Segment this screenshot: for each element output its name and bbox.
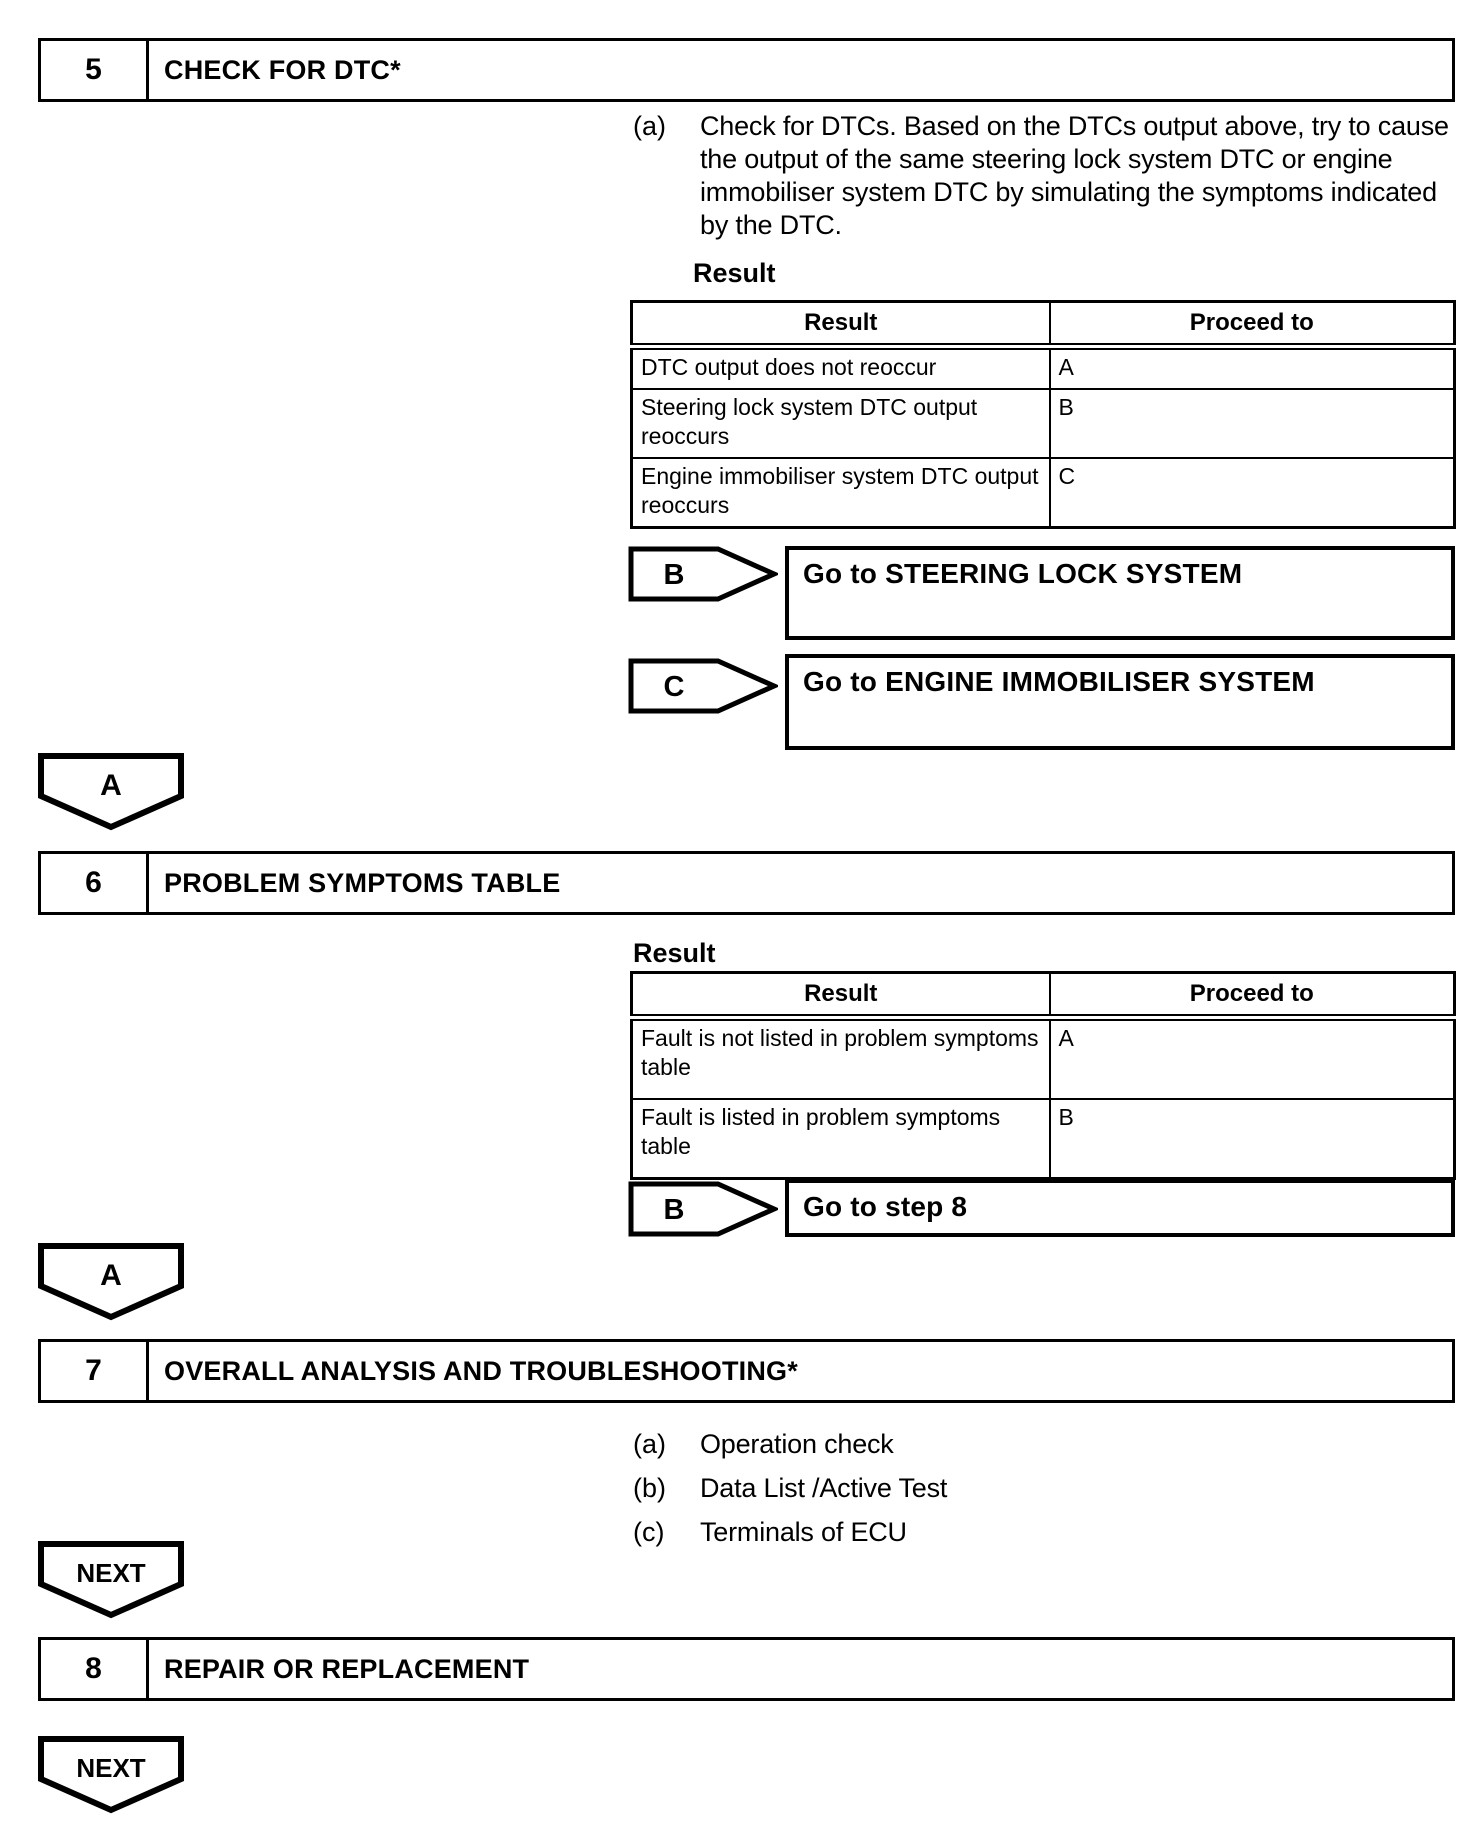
step-6-result-label: Result	[633, 938, 716, 968]
connector-pentagon-shape	[38, 1736, 184, 1814]
connector-pentagon-shape	[38, 753, 184, 831]
arrow-pentagon-shape	[628, 658, 778, 714]
list-marker: (b)	[633, 1473, 666, 1503]
column-header-result: Result	[630, 300, 1051, 350]
table-row: Fault is not listed in problem symptoms …	[630, 1016, 1456, 1100]
connector-label: A	[100, 769, 122, 802]
connector-next-marker: NEXT	[38, 1736, 184, 1814]
branch-arrow-b: B	[628, 546, 778, 602]
step-7-item-a: (a) Operation check	[633, 1428, 1455, 1461]
step-6-header: 6 PROBLEM SYMPTOMS TABLE	[38, 851, 1455, 915]
step-6-title: PROBLEM SYMPTOMS TABLE	[164, 867, 561, 898]
connector-a-marker: A	[38, 1243, 184, 1321]
list-text: Operation check	[700, 1429, 894, 1459]
branch-action-box: Go to STEERING LOCK SYSTEM	[785, 546, 1455, 640]
step-8-title: REPAIR OR REPLACEMENT	[164, 1653, 530, 1684]
step-5-item-a: (a) Check for DTCs. Based on the DTCs ou…	[633, 110, 1455, 242]
step-8-number: 8	[41, 1640, 149, 1698]
branch-label: C	[664, 671, 685, 703]
step-7-title: OVERALL ANALYSIS AND TROUBLESHOOTING*	[164, 1355, 798, 1386]
step-7-header: 7 OVERALL ANALYSIS AND TROUBLESHOOTING*	[38, 1339, 1455, 1403]
column-header-proceed-to: Proceed to	[1048, 971, 1456, 1021]
arrow-pentagon-shape	[628, 546, 778, 602]
table-row: Fault is listed in problem symptoms tabl…	[630, 1098, 1456, 1180]
branch-action-box: Go to ENGINE IMMOBILISER SYSTEM	[785, 654, 1455, 750]
connector-a-marker: A	[38, 753, 184, 831]
list-marker: (a)	[633, 111, 666, 141]
branch-label: B	[664, 559, 685, 591]
column-header-proceed-to: Proceed to	[1048, 300, 1456, 350]
column-header-result: Result	[630, 971, 1051, 1021]
step-5-header: 5 CHECK FOR DTC*	[38, 38, 1455, 102]
result-cell: Steering lock system DTC output reoccurs	[630, 388, 1051, 459]
result-cell: Fault is listed in problem symptoms tabl…	[630, 1098, 1051, 1180]
branch-action-text: Go to step 8	[803, 1191, 968, 1222]
connector-next-marker: NEXT	[38, 1541, 184, 1619]
list-marker: (c)	[633, 1517, 665, 1547]
branch-arrow-b: B	[628, 1181, 778, 1237]
proceed-cell: A	[1048, 345, 1456, 390]
proceed-cell: C	[1048, 457, 1456, 529]
table-row: Steering lock system DTC output reoccurs…	[630, 388, 1456, 459]
result-cell: Engine immobiliser system DTC output reo…	[630, 457, 1051, 529]
step-6-number: 6	[41, 854, 149, 912]
step-5-result-table: Result Proceed to DTC output does not re…	[630, 300, 1456, 529]
connector-label: A	[100, 1259, 122, 1292]
table-header-row: Result Proceed to	[630, 300, 1456, 350]
connector-pentagon-shape	[38, 1243, 184, 1321]
proceed-cell: B	[1048, 388, 1456, 459]
branch-arrow-c: C	[628, 658, 778, 714]
step-5-title: CHECK FOR DTC*	[164, 54, 401, 85]
step-5-number: 5	[41, 41, 149, 99]
connector-pentagon-shape	[38, 1541, 184, 1619]
branch-action-box: Go to step 8	[785, 1179, 1455, 1237]
connector-label: NEXT	[76, 1558, 145, 1588]
list-text: Check for DTCs. Based on the DTCs output…	[700, 111, 1449, 240]
step-7-item-b: (b) Data List /Active Test	[633, 1472, 1455, 1505]
table-row: Engine immobiliser system DTC output reo…	[630, 457, 1456, 529]
connector-label: NEXT	[76, 1753, 145, 1783]
table-row: DTC output does not reoccur A	[630, 345, 1456, 390]
arrow-pentagon-shape	[628, 1181, 778, 1237]
result-cell: Fault is not listed in problem symptoms …	[630, 1016, 1051, 1100]
step-6-result-table: Result Proceed to Fault is not listed in…	[630, 971, 1456, 1180]
list-text: Terminals of ECU	[700, 1517, 907, 1547]
proceed-cell: A	[1048, 1016, 1456, 1100]
table-header-row: Result Proceed to	[630, 971, 1456, 1021]
branch-action-text: Go to ENGINE IMMOBILISER SYSTEM	[803, 666, 1315, 697]
list-text: Data List /Active Test	[700, 1473, 948, 1503]
step-5-result-label: Result	[693, 258, 776, 288]
list-marker: (a)	[633, 1429, 666, 1459]
branch-action-text: Go to STEERING LOCK SYSTEM	[803, 558, 1243, 589]
branch-label: B	[664, 1194, 685, 1226]
step-8-header: 8 REPAIR OR REPLACEMENT	[38, 1637, 1455, 1701]
step-7-item-c: (c) Terminals of ECU	[633, 1516, 1455, 1549]
step-7-number: 7	[41, 1342, 149, 1400]
proceed-cell: B	[1048, 1098, 1456, 1180]
result-cell: DTC output does not reoccur	[630, 345, 1051, 390]
